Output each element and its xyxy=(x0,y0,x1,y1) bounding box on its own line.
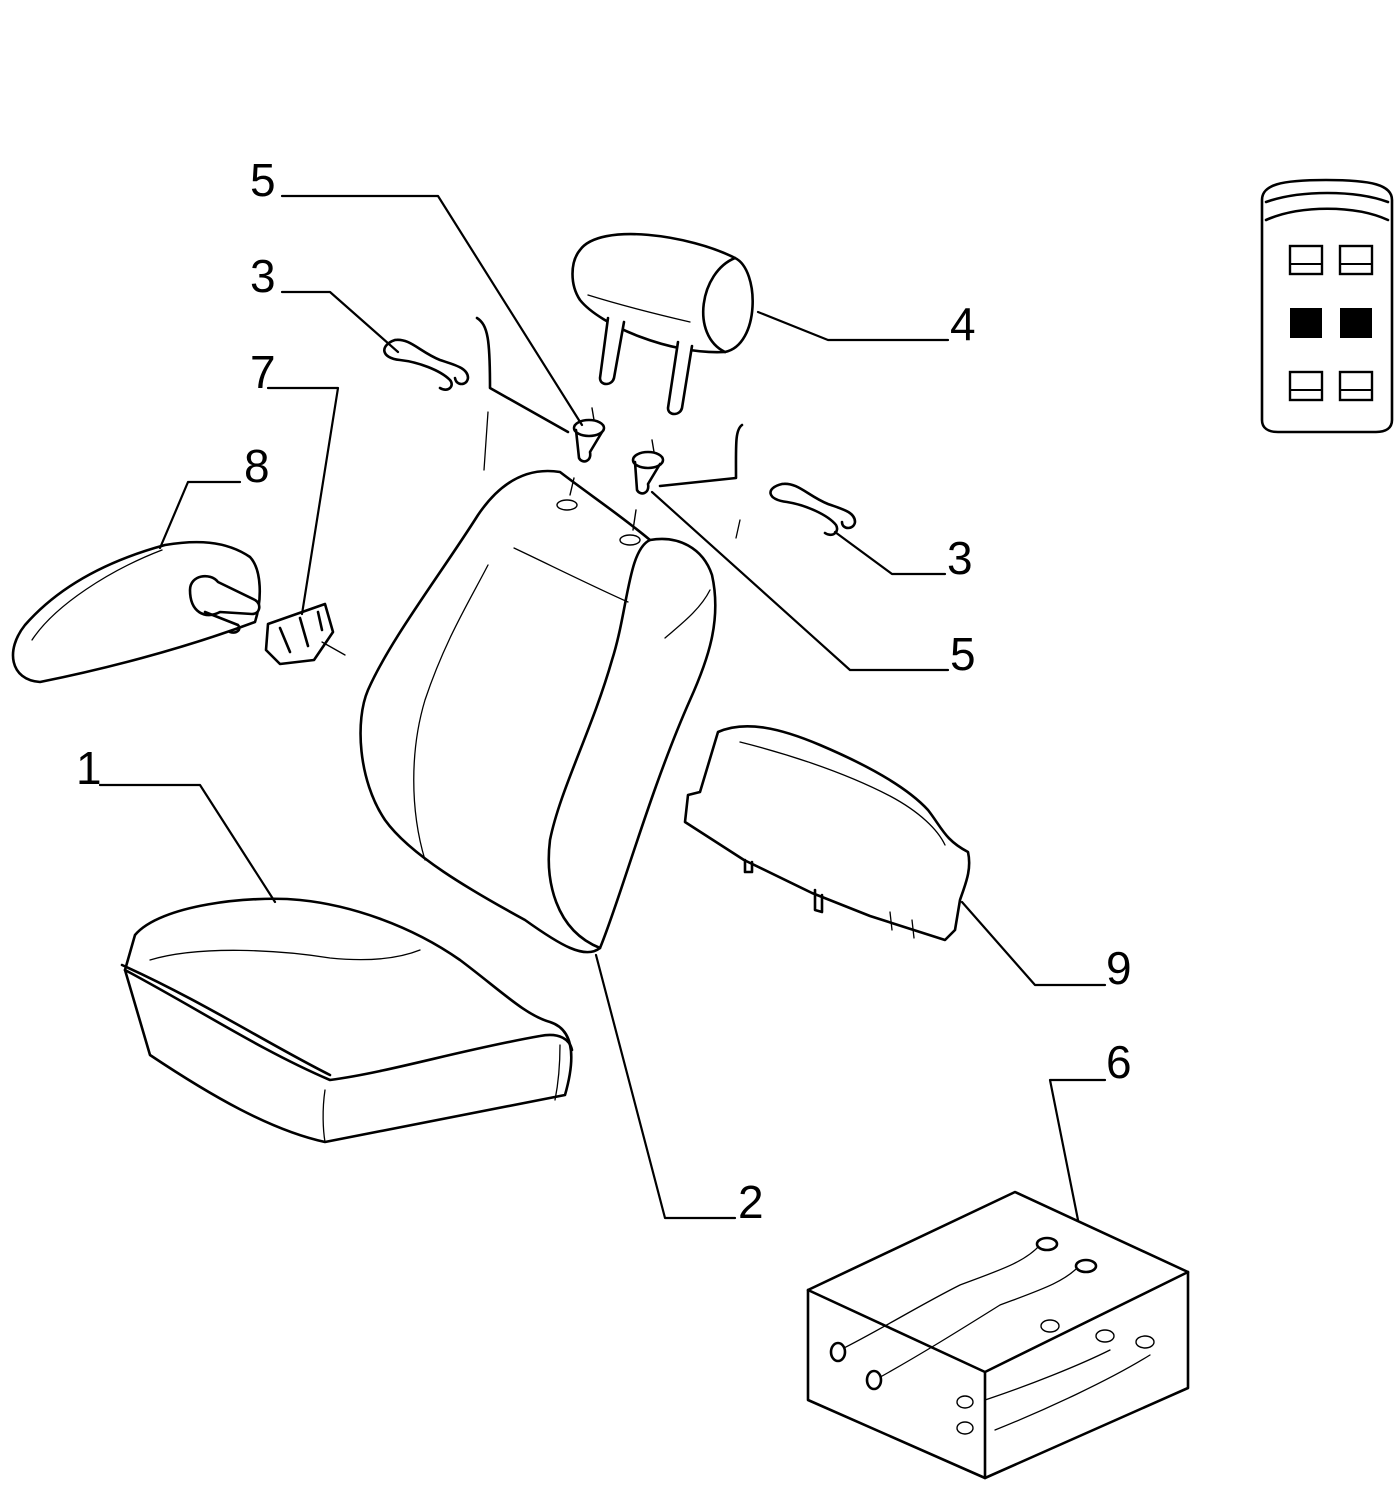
callout-7: 7 xyxy=(250,346,276,398)
leader-lines xyxy=(98,194,1107,1222)
callout-5-top: 5 xyxy=(250,154,276,206)
callout-6: 6 xyxy=(1106,1036,1132,1088)
callout-9: 9 xyxy=(1106,942,1132,994)
headrest-guide-left[interactable] xyxy=(572,407,606,463)
armrest-hinge[interactable] xyxy=(264,602,346,666)
seat-back-panel[interactable] xyxy=(683,725,971,942)
headrest-guide-right[interactable] xyxy=(631,439,665,495)
callout-2: 2 xyxy=(738,1176,764,1228)
seat-cushion[interactable] xyxy=(120,897,574,1144)
armrest[interactable] xyxy=(11,540,262,684)
seat-grid-icon xyxy=(1288,244,1374,402)
bracket-left xyxy=(475,316,570,471)
callout-3-right: 3 xyxy=(947,532,973,584)
callout-4: 4 xyxy=(950,298,976,350)
spring-clip-left[interactable] xyxy=(383,338,470,391)
bracket-right xyxy=(658,423,744,539)
callout-1: 1 xyxy=(76,742,102,794)
callout-8: 8 xyxy=(244,440,270,492)
seat-backrest[interactable] xyxy=(359,469,717,954)
callout-3-left: 3 xyxy=(250,250,276,302)
headrest[interactable] xyxy=(571,232,754,416)
callout-labels: 1 2 3 3 4 5 5 6 7 8 9 xyxy=(76,154,1132,1228)
heating-element-kit[interactable] xyxy=(806,1190,1190,1480)
spring-clip-right[interactable] xyxy=(769,482,857,537)
callout-5-right: 5 xyxy=(950,628,976,680)
seat-layout-icon xyxy=(1260,178,1394,434)
